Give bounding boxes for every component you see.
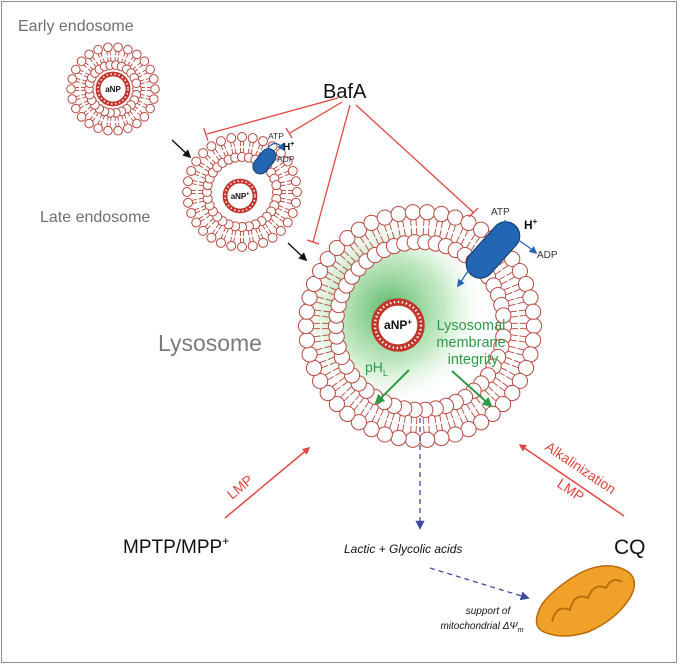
lmp-label-right: LMP (554, 475, 587, 504)
mptp-mpp-label: MPTP/MPP+ (123, 534, 229, 558)
atp-label-late: ATP (268, 131, 284, 141)
cq-lmp-arrow (518, 444, 625, 517)
lactic-glycolic-acids-label: Lactic + Glycolic acids (344, 542, 462, 556)
bafa-inhibition-lines (203, 97, 479, 245)
cq-label: CQ (614, 536, 646, 559)
lmp-label-left: LMP (224, 472, 256, 503)
support-label-line1: support of (466, 606, 512, 617)
atp-label-lysosome: ATP (491, 207, 510, 218)
mitochondria-support-dashed-arrow (429, 567, 530, 601)
adp-label-lysosome: ADP (537, 250, 558, 261)
proton-pump-lysosome (457, 219, 538, 288)
late-endosome-label: Late endosome (40, 209, 150, 226)
anp-plus-nanoparticle-late: aNP+ (222, 178, 258, 214)
early-endosome-label: Early endosome (18, 18, 134, 35)
support-label-line2: mitochondrial ΔΨm (440, 621, 523, 634)
anp-plus-nanoparticle-lysosome: aNP+ (371, 298, 425, 352)
mitochondrion-icon (535, 565, 636, 637)
ph-label: pHL (365, 359, 388, 378)
svg-text:aNP+: aNP+ (384, 317, 412, 332)
proton-pump-late (252, 142, 285, 175)
early-endosome-membrane (66, 42, 160, 136)
lysosomal-membrane-integrity-label: Lysosomal membrane integrity (436, 318, 509, 368)
membrane-integrity-arrow (451, 370, 493, 408)
svg-text:aNP+: aNP+ (231, 192, 250, 201)
svg-text:aNP: aNP (105, 85, 121, 94)
bafa-label: BafA (323, 81, 367, 103)
mptp-lmp-arrow (224, 447, 311, 519)
h-plus-label-late: H+ (283, 141, 294, 153)
h-plus-label-lysosome: H+ (524, 217, 538, 232)
early-to-late-arrow (171, 139, 192, 159)
adp-label-late: ADP (277, 154, 295, 164)
ph-arrow (374, 369, 410, 405)
anp-nanoparticle-early: aNP (95, 71, 131, 107)
late-to-lysosome-arrow (287, 242, 308, 262)
lysosome-label: Lysosome (158, 330, 262, 356)
